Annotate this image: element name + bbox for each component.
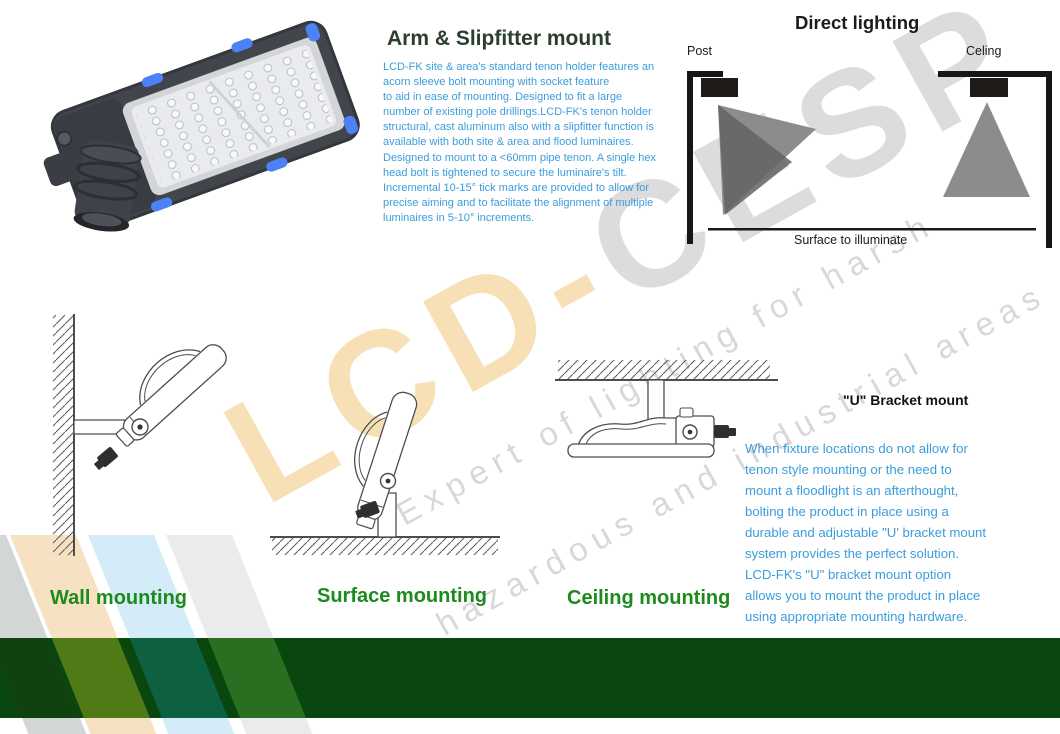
tilt-knob [355, 500, 380, 519]
surface-fixture [334, 383, 420, 530]
ceiling-hatch [558, 360, 770, 379]
post-light-beam [718, 105, 816, 215]
street-light-photo [43, 20, 360, 232]
u-bracket-title: "U" Bracket mount [843, 392, 969, 408]
blue-clip [266, 157, 288, 172]
ceiling-mounting-diagram [528, 360, 793, 473]
tilt-knob [714, 425, 736, 438]
wall-hatch [53, 315, 74, 555]
ceiling-label: Celing [966, 44, 1002, 58]
post-label: Post [687, 44, 713, 58]
arm-slipfitter-description: LCD-FK site & area's standard tenon hold… [383, 61, 657, 224]
arm-slipfitter-title: Arm & Slipfitter mount [387, 27, 611, 50]
blue-clip [231, 38, 253, 53]
blue-clip [150, 197, 173, 212]
ceiling-bracket [938, 71, 1052, 248]
blue-clip [141, 72, 164, 88]
blue-clip [305, 23, 321, 42]
surface-mounting-diagram [262, 335, 507, 555]
direct-lighting-title: Direct lighting [795, 12, 920, 33]
blue-clip [343, 115, 359, 134]
wall-mounting-label: Wall mounting [50, 587, 188, 609]
wall-fixture [99, 324, 231, 449]
ceiling-fixture [568, 408, 736, 457]
post-bracket [687, 71, 738, 244]
direct-lighting-diagram [687, 71, 1052, 248]
ground-hatch [272, 538, 498, 555]
tilt-knob [94, 447, 118, 470]
surface-mounting-label: Surface mounting [317, 585, 488, 607]
footer-banner [0, 638, 1060, 718]
surface-to-illuminate-label: Surface to illuminate [794, 233, 908, 247]
slipfitter-mount [73, 139, 142, 232]
u-bracket-description: When fixture locations do not allow for … [745, 441, 987, 624]
ceiling-light-beam [943, 102, 1030, 197]
wall-mounting-diagram [53, 288, 255, 580]
illuminated-surface-line [708, 228, 1036, 231]
ceiling-mounting-label: Ceiling mounting [567, 587, 731, 609]
